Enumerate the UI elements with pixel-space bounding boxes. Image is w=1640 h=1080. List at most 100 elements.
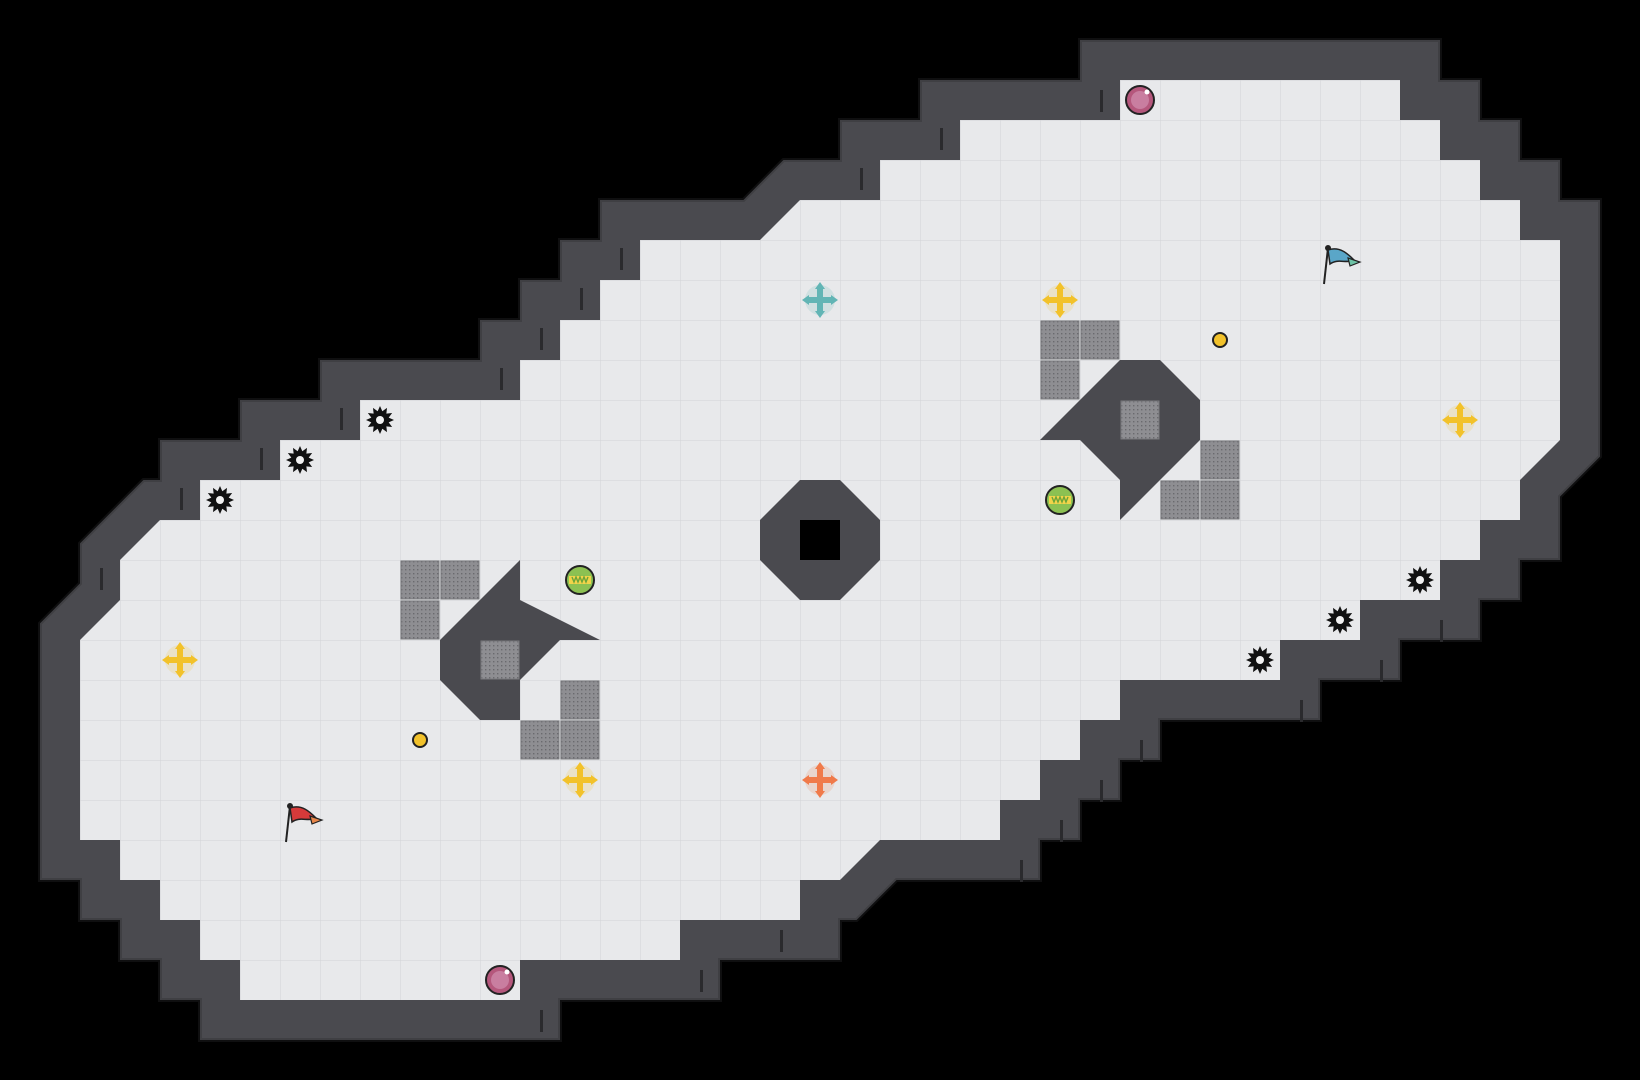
- boost-zigzag: [571, 575, 589, 584]
- pad-arrow: [802, 295, 809, 305]
- wall-notch: [500, 368, 503, 390]
- boost-zigzag: [1051, 495, 1069, 504]
- pad-bar-h: [567, 777, 593, 783]
- purple-orb-icon[interactable]: [1125, 85, 1155, 115]
- pad-arrow: [1471, 415, 1478, 425]
- green-boost-icon[interactable]: [565, 565, 595, 595]
- orb-shine: [504, 969, 510, 975]
- pad-arrow: [591, 775, 598, 785]
- wall-notch: [1140, 740, 1143, 762]
- spike-gear-icon[interactable]: [286, 446, 314, 474]
- flag-tip: [309, 815, 324, 825]
- orb-inner: [1131, 91, 1149, 109]
- coin-icon[interactable]: [1212, 332, 1228, 348]
- pad-arrow: [1442, 415, 1449, 425]
- spawn-pad-cross-arrows-icon[interactable]: [1442, 402, 1478, 438]
- pad-arrow: [815, 791, 825, 798]
- spike-gear-icon[interactable]: [206, 486, 234, 514]
- pad-arrow: [562, 775, 569, 785]
- wall-notch: [100, 568, 103, 590]
- red-flag-flag-icon[interactable]: [285, 803, 324, 843]
- orb-shine: [1144, 89, 1150, 95]
- pad-arrow: [815, 762, 825, 769]
- pad-arrow: [175, 671, 185, 678]
- pad-arrow: [575, 791, 585, 798]
- spike-hub: [1416, 576, 1424, 584]
- spawn-pad-cross-arrows-icon[interactable]: [562, 762, 598, 798]
- coin-icon[interactable]: [412, 732, 428, 748]
- crates: [400, 320, 1240, 760]
- crate-block[interactable]: [1040, 320, 1080, 360]
- crate-block[interactable]: [400, 560, 440, 600]
- crate-block[interactable]: [560, 720, 600, 760]
- pad-arrow: [831, 775, 838, 785]
- pad-arrow: [831, 295, 838, 305]
- boost-band: [569, 576, 591, 584]
- pad-arrow: [1455, 431, 1465, 438]
- spike-hub: [216, 496, 224, 504]
- coin-body: [412, 732, 428, 748]
- flag-pole: [1323, 247, 1329, 285]
- pad-arrow: [175, 642, 185, 649]
- pit-hole: [800, 520, 840, 560]
- spawn-pad-cross-arrows-icon[interactable]: [162, 642, 198, 678]
- spike-hub: [1256, 656, 1264, 664]
- pad-bar-h: [807, 297, 833, 303]
- spike-hub: [376, 416, 384, 424]
- wall-notch: [1380, 660, 1383, 682]
- crate-block[interactable]: [400, 600, 440, 640]
- pad-arrow: [815, 282, 825, 289]
- pad-bar-h: [167, 657, 193, 663]
- crate-block[interactable]: [1040, 360, 1080, 400]
- green-boost-icon[interactable]: [1045, 485, 1075, 515]
- wall-notch: [700, 970, 703, 992]
- crate-block[interactable]: [440, 560, 480, 600]
- blue-flag-flag-icon[interactable]: [1323, 245, 1362, 285]
- crate-block[interactable]: [1120, 400, 1160, 440]
- pad-bar-h: [1047, 297, 1073, 303]
- wall-notch: [260, 448, 263, 470]
- purple-orb-icon[interactable]: [485, 965, 515, 995]
- crate-block[interactable]: [560, 680, 600, 720]
- flag-pole: [285, 805, 291, 843]
- wall-notch: [1020, 860, 1023, 882]
- spike-hub: [296, 456, 304, 464]
- wall-notch: [780, 930, 783, 952]
- wall-notch: [580, 288, 583, 310]
- pad-arrow: [1455, 402, 1465, 409]
- spawn-pad-cross-arrows-icon[interactable]: [1042, 282, 1078, 318]
- pad-bar-h: [807, 777, 833, 783]
- spike-gear-icon[interactable]: [1406, 566, 1434, 594]
- spike-gear-icon[interactable]: [366, 406, 394, 434]
- spike-gear-icon[interactable]: [1246, 646, 1274, 674]
- wall-notch: [540, 1010, 543, 1032]
- pad-arrow: [1055, 282, 1065, 289]
- orb-inner: [491, 971, 509, 989]
- spawn-pad-cross-arrows-icon[interactable]: [802, 282, 838, 318]
- wall-notch: [1300, 700, 1303, 722]
- spike-gear-icon[interactable]: [1326, 606, 1354, 634]
- crate-block[interactable]: [1200, 440, 1240, 480]
- pad-arrow: [162, 655, 169, 665]
- wall-notch: [1060, 820, 1063, 842]
- spike-hub: [1336, 616, 1344, 624]
- pad-arrow: [802, 775, 809, 785]
- spawn-pad-cross-arrows-icon[interactable]: [802, 762, 838, 798]
- crate-block[interactable]: [520, 720, 560, 760]
- pad-arrow: [575, 762, 585, 769]
- wall-notch: [1100, 780, 1103, 802]
- obstacles: [440, 360, 1200, 720]
- crate-block[interactable]: [1200, 480, 1240, 520]
- wall-notch: [1440, 620, 1443, 642]
- right-diamond-wall: [1040, 360, 1200, 520]
- wall-notch: [860, 168, 863, 190]
- crate-block[interactable]: [480, 640, 520, 680]
- pad-arrow: [1071, 295, 1078, 305]
- crate-block[interactable]: [1160, 480, 1200, 520]
- wall-notch: [1100, 90, 1103, 112]
- items: [162, 85, 1478, 995]
- pad-arrow: [1055, 311, 1065, 318]
- crate-block[interactable]: [1080, 320, 1120, 360]
- wall-notch: [940, 128, 943, 150]
